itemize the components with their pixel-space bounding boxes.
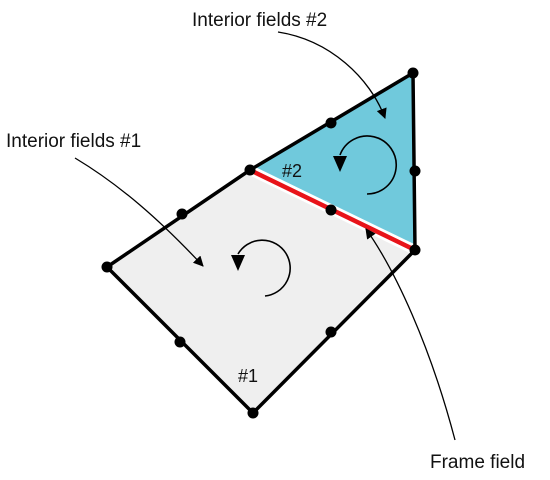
vertex <box>174 336 186 348</box>
leader-interior-fields-1 <box>74 157 204 267</box>
circulation-arrow-2 <box>339 135 397 195</box>
vertex <box>244 164 256 176</box>
vertex <box>409 165 421 177</box>
vertex <box>325 204 337 216</box>
vertex <box>407 67 419 79</box>
label-interior-fields-1: Interior fields #1 <box>6 131 141 152</box>
vertex <box>176 208 188 220</box>
label-region-2: #2 <box>282 161 302 181</box>
leader-frame-field <box>365 228 456 441</box>
circulation-arrow-1 <box>237 239 291 297</box>
vertex <box>325 117 337 129</box>
label-region-1: #1 <box>238 366 258 386</box>
vertices <box>101 67 421 419</box>
outer-boundary <box>105 71 417 415</box>
vertex <box>247 407 259 419</box>
region-2-fill <box>250 73 415 250</box>
circulation-arrowhead-1 <box>231 255 245 271</box>
leader-interior-fields-2 <box>277 31 387 119</box>
vertex <box>409 244 421 256</box>
vertex <box>325 326 337 338</box>
label-frame-field: Frame field <box>430 452 525 473</box>
region-1-fill <box>107 170 415 413</box>
circulation-arrowhead-2 <box>333 156 347 172</box>
label-interior-fields-2: Interior fields #2 <box>192 10 327 31</box>
vertex <box>101 261 113 273</box>
